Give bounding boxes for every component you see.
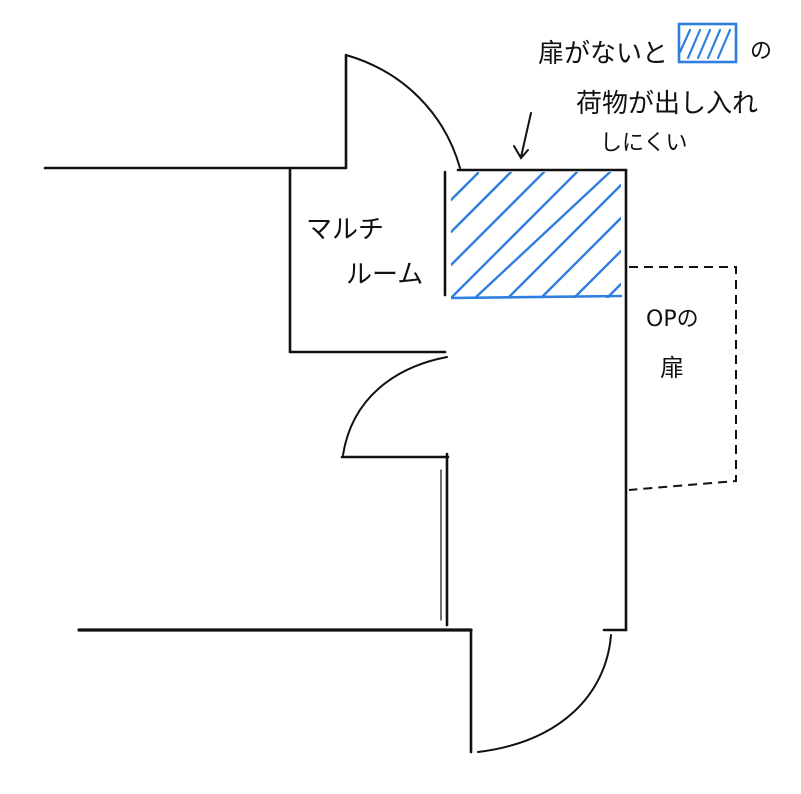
note-line1-b: の xyxy=(750,39,772,64)
multi-room-label-line1: マルチ xyxy=(306,215,384,245)
op-door-label-line1: OPの xyxy=(646,307,699,332)
note-line1-a: 扉がないと xyxy=(538,39,668,69)
door-swings xyxy=(342,54,612,753)
op-door-label: OPの 扉 xyxy=(646,307,699,382)
hatch-bottom-edge xyxy=(450,294,623,300)
op-door-dashed-outline xyxy=(628,266,737,491)
wall-multi-room-left xyxy=(288,166,447,354)
multi-room-label: マルチ ルーム xyxy=(306,215,423,290)
op-door-label-line2: 扉 xyxy=(660,354,684,382)
walls xyxy=(43,53,628,754)
multi-room-label-line2: ルーム xyxy=(346,260,423,290)
note-line2: 荷物が出し入れ xyxy=(576,89,758,119)
door-arc-bottom xyxy=(477,634,612,753)
down-arrow-icon xyxy=(513,112,532,160)
wall-upper-left xyxy=(43,53,348,170)
note-line3: しにくい xyxy=(600,131,688,156)
door-arc-middle xyxy=(342,356,448,456)
hatched-storage-area xyxy=(450,172,623,300)
door-arc-top xyxy=(345,54,461,169)
note-text: 扉がないと の 荷物が出し入れ しにくい xyxy=(538,39,772,156)
hatched-swatch-icon xyxy=(677,22,738,64)
